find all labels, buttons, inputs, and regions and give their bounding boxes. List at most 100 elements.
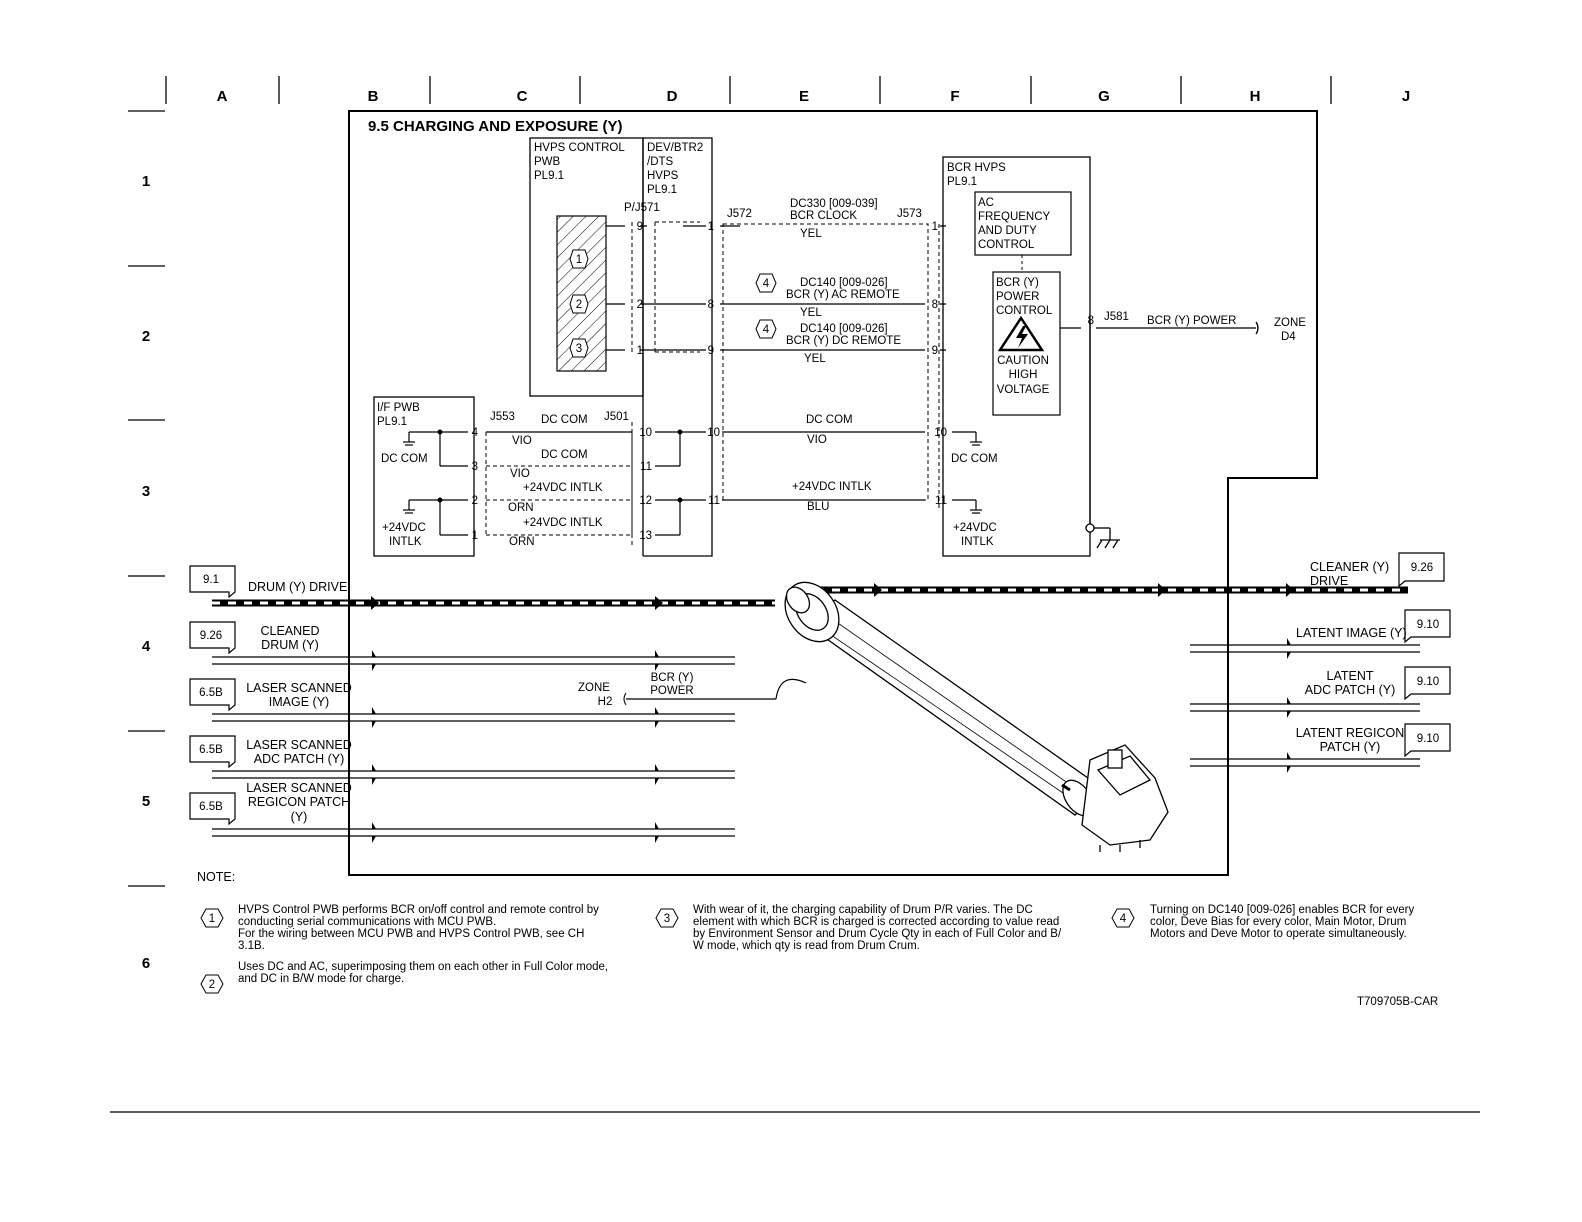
svg-text:I/F PWB: I/F PWB: [377, 402, 420, 414]
svg-text:LASER SCANNED: LASER SCANNED: [246, 738, 352, 752]
svg-text:9: 9: [932, 345, 938, 357]
dev-btr2-dts-hvps: DEV/BTR2 /DTS HVPS PL9.1: [642, 137, 713, 557]
flow-ref-tags-left: [189, 565, 236, 826]
pin-numbers-lower: 10 11 12 13 10 11 10 11: [639, 427, 947, 542]
left-flow-arrows: [372, 650, 659, 843]
if-pwb: I/F PWB PL9.1 DC COM +24VDC INTLK 4 3 2 …: [373, 396, 479, 557]
svg-text:(Y): (Y): [291, 810, 308, 824]
svg-text:YEL: YEL: [800, 307, 822, 319]
svg-text:PL9.1: PL9.1: [534, 170, 564, 182]
bcr-power-zone-h2: ZONE H2 BCR (Y) POWER: [578, 672, 807, 708]
connector-j581: J581: [1104, 311, 1129, 323]
connector-j553: J553: [490, 411, 515, 423]
svg-text:conducting serial communicatio: conducting serial communications with MC…: [238, 916, 496, 928]
svg-text:FREQUENCY: FREQUENCY: [978, 211, 1051, 223]
svg-text:1: 1: [576, 254, 582, 266]
flow-ref-cleaner-drive: 9.26: [1411, 562, 1433, 574]
svg-text:REGICON PATCH: REGICON PATCH: [248, 795, 350, 809]
flow-ref-laser-image: 6.5B: [199, 687, 223, 699]
svg-text:11: 11: [708, 495, 720, 507]
note-badge-4-dc-icon: 4: [755, 319, 777, 339]
svg-text:element with which BCR is char: element with which BCR is charged is cor…: [693, 916, 1059, 928]
svg-text:CONTROL: CONTROL: [996, 305, 1053, 317]
bcr-hvps: BCR HVPS PL9.1 AC FREQUENCY AND DUTY CON…: [942, 156, 1091, 557]
note-badge-1-icon: 1: [569, 249, 589, 269]
svg-text:CAUTION: CAUTION: [997, 355, 1049, 367]
svg-text:HVPS CONTROL: HVPS CONTROL: [534, 142, 625, 154]
svg-text:1: 1: [472, 530, 478, 542]
grid-frame: [110, 76, 1480, 1113]
signal-labels-lower: DC COM VIO DC COM VIO +24VDC INTLK ORN +…: [508, 414, 872, 548]
svg-text:9: 9: [637, 221, 643, 233]
bcr-power-output: [1060, 320, 1259, 549]
svg-text:PATCH (Y): PATCH (Y): [1320, 740, 1381, 754]
column-label-g: G: [1098, 88, 1110, 105]
figure-id: T709705B-CAR: [1357, 996, 1438, 1008]
connector-j501: J501: [604, 411, 629, 423]
column-label-e: E: [799, 88, 809, 105]
svg-text:10: 10: [639, 427, 652, 439]
svg-text:4: 4: [1120, 913, 1127, 925]
row-label-6: 6: [142, 955, 150, 972]
svg-text:LATENT: LATENT: [1327, 669, 1374, 683]
svg-text:10: 10: [934, 427, 947, 439]
svg-text:H2: H2: [598, 696, 613, 708]
svg-text:DEV/BTR2: DEV/BTR2: [647, 142, 703, 154]
column-label-c: C: [517, 88, 528, 105]
svg-text:ORN: ORN: [508, 502, 534, 514]
svg-text:BCR (Y): BCR (Y): [996, 277, 1039, 289]
svg-text:4: 4: [763, 324, 770, 336]
row-label-4: 4: [142, 638, 151, 655]
note-badge-3-icon: 3: [569, 338, 589, 358]
svg-text:INTLK: INTLK: [389, 536, 422, 548]
svg-text:3: 3: [664, 913, 670, 925]
high-voltage-warning-icon: [997, 315, 1045, 352]
svg-text:POWER: POWER: [650, 685, 693, 697]
svg-text:VIO: VIO: [510, 468, 530, 480]
svg-text:AND DUTY: AND DUTY: [978, 225, 1037, 237]
svg-text:Uses DC and AC, superimposing: Uses DC and AC, superimposing them on ea…: [238, 961, 608, 973]
svg-text:1: 1: [932, 221, 938, 233]
row-label-3: 3: [142, 483, 150, 500]
bcr-power-signal-label: BCR (Y) POWER: [1147, 315, 1236, 327]
svg-text:2: 2: [472, 495, 478, 507]
svg-text:Motors and Deve Motor to opera: Motors and Deve Motor to operate simulta…: [1150, 928, 1407, 940]
flow-labels-left: DRUM (Y) DRIVE CLEANED DRUM (Y) LASER SC…: [246, 580, 352, 824]
svg-text:DC330 [009-039]: DC330 [009-039]: [790, 198, 878, 210]
svg-text:LASER SCANNED: LASER SCANNED: [246, 781, 352, 795]
svg-text:DRIVE: DRIVE: [1310, 574, 1348, 588]
svg-text:3.1B.: 3.1B.: [238, 940, 265, 952]
flow-ref-latent-image: 9.10: [1417, 619, 1439, 631]
svg-text:+24VDC INTLK: +24VDC INTLK: [792, 481, 872, 493]
column-label-f: F: [950, 88, 959, 105]
note-4: 4 Turning on DC140 [009-026] enables BCR…: [1111, 904, 1414, 940]
svg-text:8: 8: [708, 299, 714, 311]
ac-frequency-box: [974, 191, 1072, 256]
column-labels: A B C D E F G H J: [217, 88, 1411, 105]
flow-labels-right: CLEANER (Y) DRIVE LATENT IMAGE (Y) LATEN…: [1296, 560, 1407, 754]
svg-text:2: 2: [576, 299, 582, 311]
svg-text:DRUM (Y) DRIVE: DRUM (Y) DRIVE: [248, 580, 347, 594]
note-badge-4-ac-icon: 4: [755, 273, 777, 293]
svg-text:9: 9: [708, 345, 714, 357]
column-label-d: D: [667, 88, 678, 105]
svg-text:ZONE: ZONE: [578, 682, 610, 694]
svg-text:VOLTAGE: VOLTAGE: [997, 384, 1050, 396]
svg-text:PL9.1: PL9.1: [647, 184, 677, 196]
bcr-roller-drawing: [784, 581, 1169, 852]
flow-ref-cleaned-drum: 9.26: [200, 630, 222, 642]
svg-text:BCR HVPS: BCR HVPS: [947, 162, 1006, 174]
svg-text:4: 4: [472, 427, 479, 439]
svg-text:DC COM: DC COM: [381, 453, 428, 465]
svg-text:D4: D4: [1281, 331, 1296, 343]
svg-text:VIO: VIO: [807, 434, 827, 446]
svg-text:8: 8: [932, 299, 938, 311]
svg-text:HIGH: HIGH: [1009, 369, 1038, 381]
svg-text:11: 11: [935, 495, 947, 507]
svg-text:ADC PATCH (Y): ADC PATCH (Y): [1305, 683, 1396, 697]
note-badge-2-icon: 2: [569, 294, 589, 314]
row-label-1: 1: [142, 173, 150, 190]
svg-text:1: 1: [708, 221, 714, 233]
svg-text:IMAGE (Y): IMAGE (Y): [269, 695, 329, 709]
